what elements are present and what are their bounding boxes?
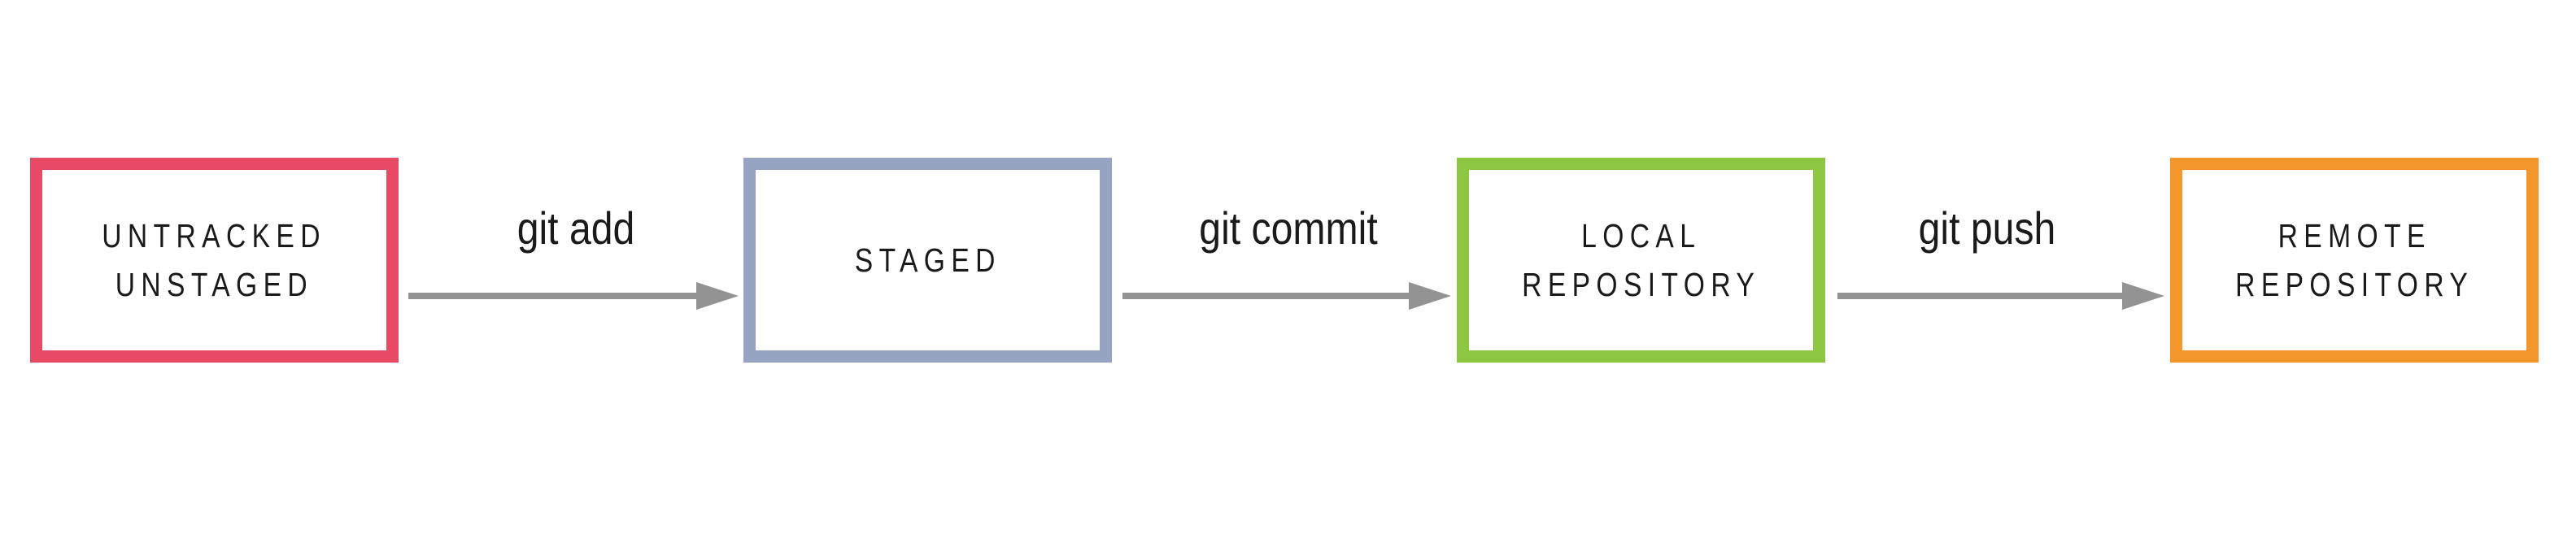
command-label-git-add: git add xyxy=(517,202,635,254)
state-label-line: UNTRACKED xyxy=(102,217,327,254)
state-label-line: REMOTE xyxy=(2277,217,2431,254)
arrow-commit xyxy=(1122,282,1451,310)
state-label-line: STAGED xyxy=(854,241,1001,279)
arrow-commit-head xyxy=(1409,282,1451,310)
state-label-line: REPOSITORY xyxy=(2234,266,2474,303)
command-label-git-commit: git commit xyxy=(1199,202,1378,254)
state-box-staged: STAGED xyxy=(743,158,1112,363)
arrow-push xyxy=(1837,282,2164,310)
state-label-line: LOCAL xyxy=(1580,217,1702,254)
state-label-line: UNSTAGED xyxy=(115,266,314,303)
state-box-local-repository: LOCAL REPOSITORY xyxy=(1457,158,1825,363)
state-label-line: REPOSITORY xyxy=(1521,266,1761,303)
arrow-add xyxy=(408,282,739,310)
state-box-remote-repository: REMOTE REPOSITORY xyxy=(2170,158,2539,363)
arrow-add-head xyxy=(696,282,739,310)
command-label-git-push: git push xyxy=(1918,202,2056,254)
state-box-untracked-unstaged: UNTRACKED UNSTAGED xyxy=(30,158,399,363)
arrow-push-head xyxy=(2122,282,2164,310)
